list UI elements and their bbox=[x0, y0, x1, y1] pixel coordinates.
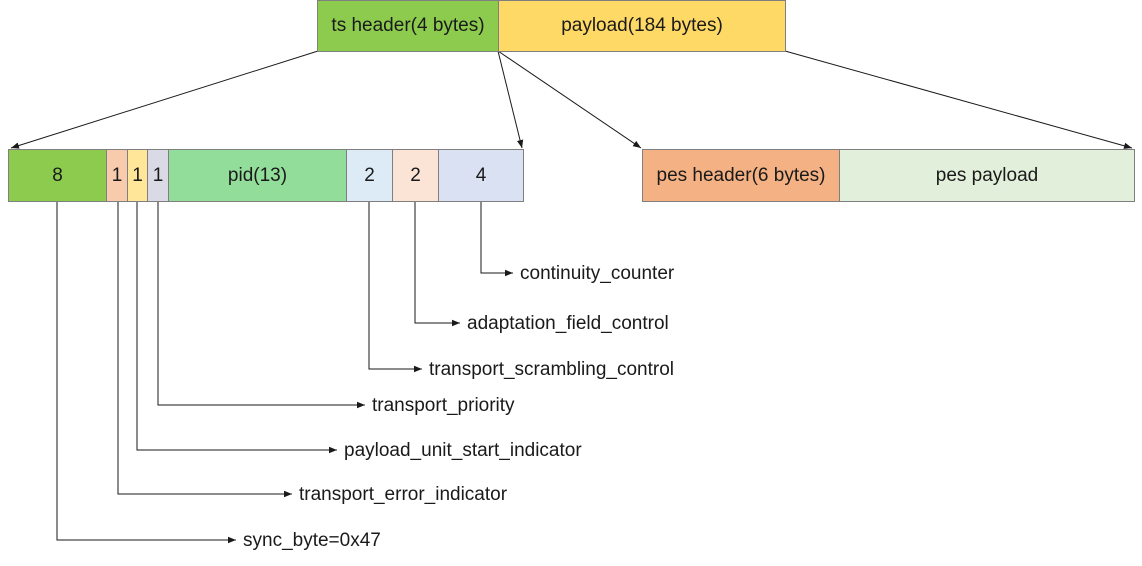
field-pid-box: pid(13) bbox=[168, 149, 347, 202]
field-continuity-box: 4 bbox=[438, 149, 524, 202]
field-bits: pid(13) bbox=[227, 164, 288, 186]
label-adaptation-field-control: adaptation_field_control bbox=[467, 313, 669, 334]
label-transport-priority: transport_priority bbox=[372, 395, 515, 416]
payload-label: payload(184 bytes) bbox=[561, 15, 723, 36]
ts-header-left-arrow bbox=[10, 50, 319, 149]
pes-header-box: pes header(6 bytes) bbox=[642, 149, 840, 202]
ts-header-right-arrow bbox=[497, 50, 524, 149]
field-bits: 2 bbox=[410, 164, 421, 186]
payload-left-arrow bbox=[497, 50, 642, 149]
pes-payload-label: pes payload bbox=[935, 164, 1039, 186]
field-transport-priority-box: 1 bbox=[147, 149, 169, 202]
field-bits: 1 bbox=[132, 164, 143, 186]
field-bits: 8 bbox=[52, 164, 63, 186]
pes-header-label: pes header(6 bytes) bbox=[656, 164, 826, 186]
field-adaptation-box: 2 bbox=[392, 149, 439, 202]
sync-byte-leader bbox=[56, 201, 236, 544]
pes-payload-box: pes payload bbox=[839, 149, 1135, 202]
field-bits: 1 bbox=[111, 164, 123, 186]
label-continuity-counter: continuity_counter bbox=[520, 263, 675, 284]
payload-unit-start-leader bbox=[136, 201, 337, 454]
scrambling-leader bbox=[368, 201, 422, 373]
ts-header-label: ts header(4 bytes) bbox=[331, 15, 485, 36]
field-scrambling-box: 2 bbox=[346, 149, 393, 202]
transport-priority-leader bbox=[157, 201, 365, 409]
field-payload-unit-start-box: 1 bbox=[127, 149, 148, 202]
field-sync-byte-box: 8 bbox=[8, 149, 107, 202]
field-transport-error-box: 1 bbox=[106, 149, 128, 202]
label-transport-error-indicator: transport_error_indicator bbox=[299, 484, 508, 505]
continuity-leader bbox=[480, 201, 513, 277]
label-payload-unit-start-indicator: payload_unit_start_indicator bbox=[344, 440, 582, 461]
field-bits: 2 bbox=[364, 164, 375, 186]
label-transport-scrambling-control: transport_scrambling_control bbox=[429, 359, 675, 380]
label-sync-byte: sync_byte=0x47 bbox=[243, 530, 381, 551]
ts-header-box: ts header(4 bytes) bbox=[317, 0, 499, 52]
payload-right-arrow bbox=[784, 50, 1133, 149]
field-bits: 4 bbox=[475, 164, 487, 186]
field-bits: 1 bbox=[152, 164, 164, 186]
payload-box: payload(184 bytes) bbox=[498, 0, 786, 52]
transport-error-leader bbox=[117, 201, 292, 498]
adaptation-leader bbox=[414, 201, 460, 327]
